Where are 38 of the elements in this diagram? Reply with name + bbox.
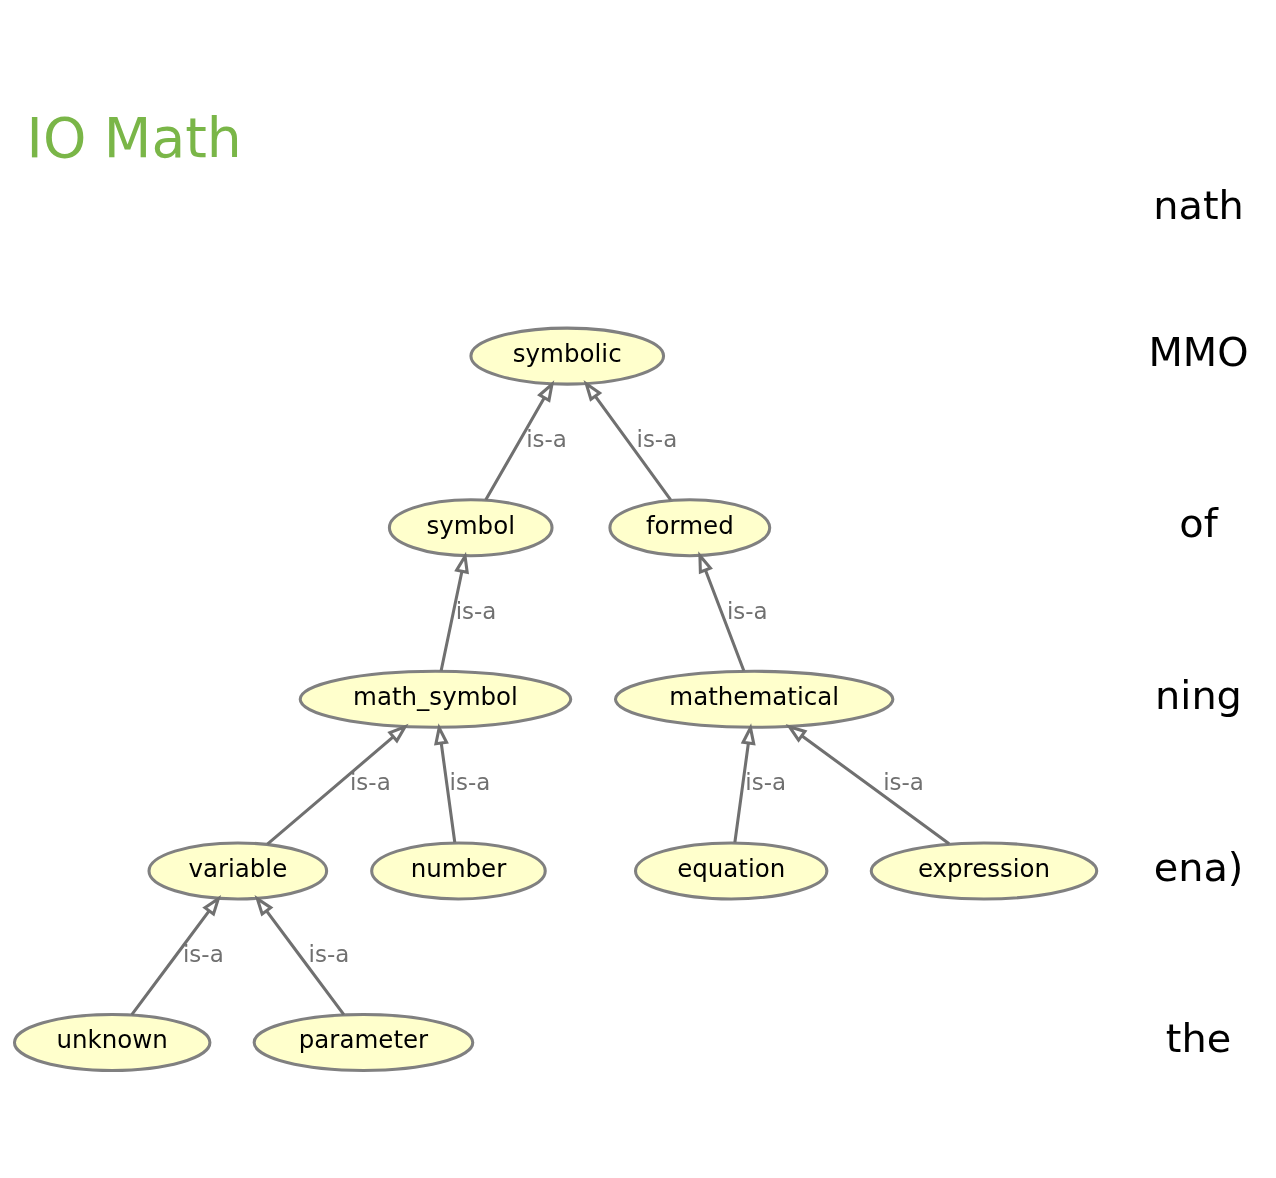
- arrow: [583, 380, 672, 501]
- label: the: [1165, 1015, 1232, 1062]
- node-ellipse: expression: [869, 841, 1099, 901]
- edge-label: is-a: [449, 769, 491, 796]
- arrow: [484, 380, 555, 501]
- arrow: [785, 723, 950, 846]
- edge-label: is-a: [883, 769, 924, 796]
- node-ellipse: variable: [147, 841, 329, 901]
- edge-label: is-a: [455, 597, 497, 624]
- arrow: [434, 723, 457, 843]
- node-ellipse: symbolic: [469, 326, 666, 386]
- label: of: [1179, 500, 1218, 547]
- arrow: [254, 894, 346, 1016]
- node-ellipse: number: [370, 841, 547, 901]
- node-ellipse: math_symbol: [298, 669, 573, 729]
- label: ena): [1153, 843, 1244, 890]
- node-ellipse: equation: [633, 841, 829, 901]
- label: ning: [1155, 671, 1242, 718]
- node-ellipse: symbol: [387, 498, 554, 558]
- edge-label: is-a: [308, 941, 350, 968]
- node-ellipse: formed: [608, 498, 772, 558]
- node-ellipse: mathematical: [613, 669, 895, 729]
- edge-label: is-a: [526, 426, 567, 453]
- edge-label: is-a: [745, 769, 787, 796]
- arrow: [130, 894, 222, 1016]
- node-ellipse: parameter: [252, 1013, 475, 1073]
- diagram-title: IO Math: [26, 106, 242, 171]
- arrow: [733, 723, 756, 843]
- edge-label: is-a: [636, 426, 678, 453]
- label: MMO: [1148, 328, 1249, 375]
- arrow: [439, 551, 469, 672]
- edge-label: is-a: [726, 597, 768, 624]
- edge-label: is-a: [182, 941, 224, 968]
- edge-label: is-a: [350, 769, 391, 796]
- arrow: [266, 723, 409, 846]
- node-ellipse: unknown: [12, 1013, 212, 1073]
- arrow: [698, 551, 746, 672]
- label: nath: [1153, 181, 1244, 228]
